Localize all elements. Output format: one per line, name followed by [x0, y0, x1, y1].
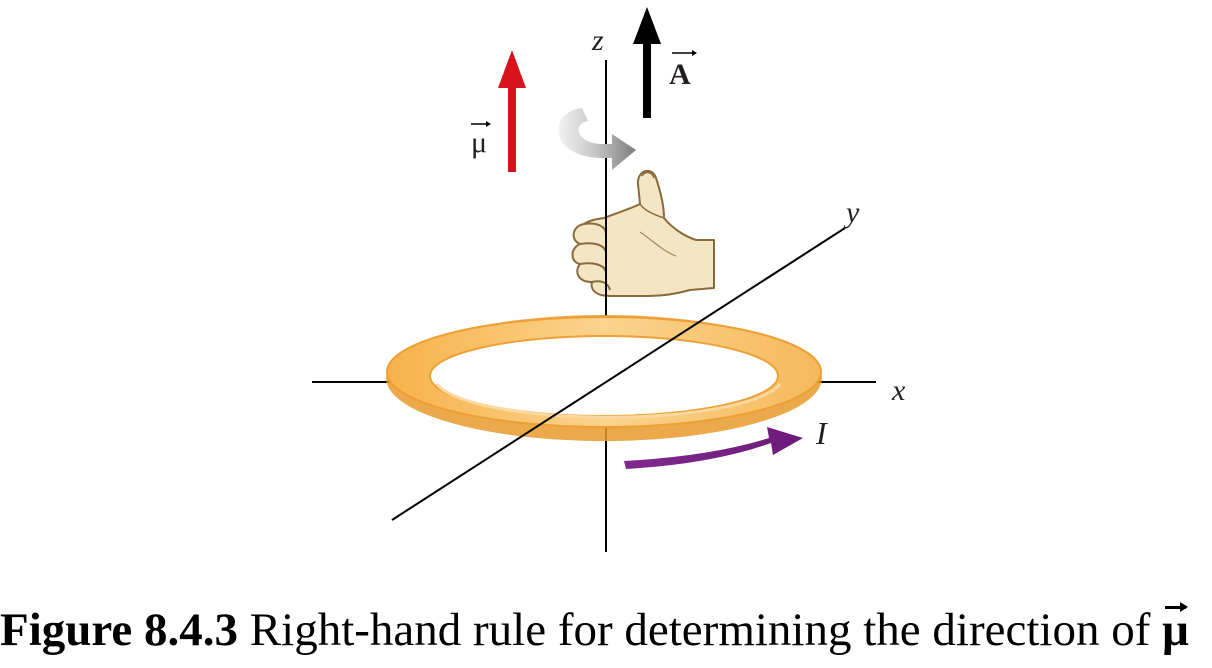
svg-text:μ: μ [471, 126, 487, 159]
magnetic-moment-arrow [498, 50, 526, 172]
curved-rotation-arrow-icon [558, 108, 636, 170]
current-label: I [815, 415, 828, 451]
current-loop-ring [386, 315, 822, 441]
caption-text: Right-hand rule for determining the dire… [238, 604, 1163, 656]
figure-number: Figure 8.4.3 [0, 604, 239, 656]
right-hand-icon [571, 169, 715, 300]
z-axis-label: z [591, 24, 604, 57]
area-vector-label: A [669, 50, 697, 91]
x-axis-label: x [891, 374, 906, 407]
y-axis-line [391, 227, 846, 521]
current-direction-arrow [624, 427, 803, 469]
svg-text:A: A [669, 58, 691, 91]
y-axis-label: y [843, 196, 860, 229]
magnetic-moment-label: μ [471, 121, 491, 159]
caption-mu-symbol: μ [1162, 600, 1189, 660]
figure-caption: Figure 8.4.3 Right-hand rule for determi… [0, 600, 1212, 660]
area-vector-arrow [633, 7, 661, 118]
